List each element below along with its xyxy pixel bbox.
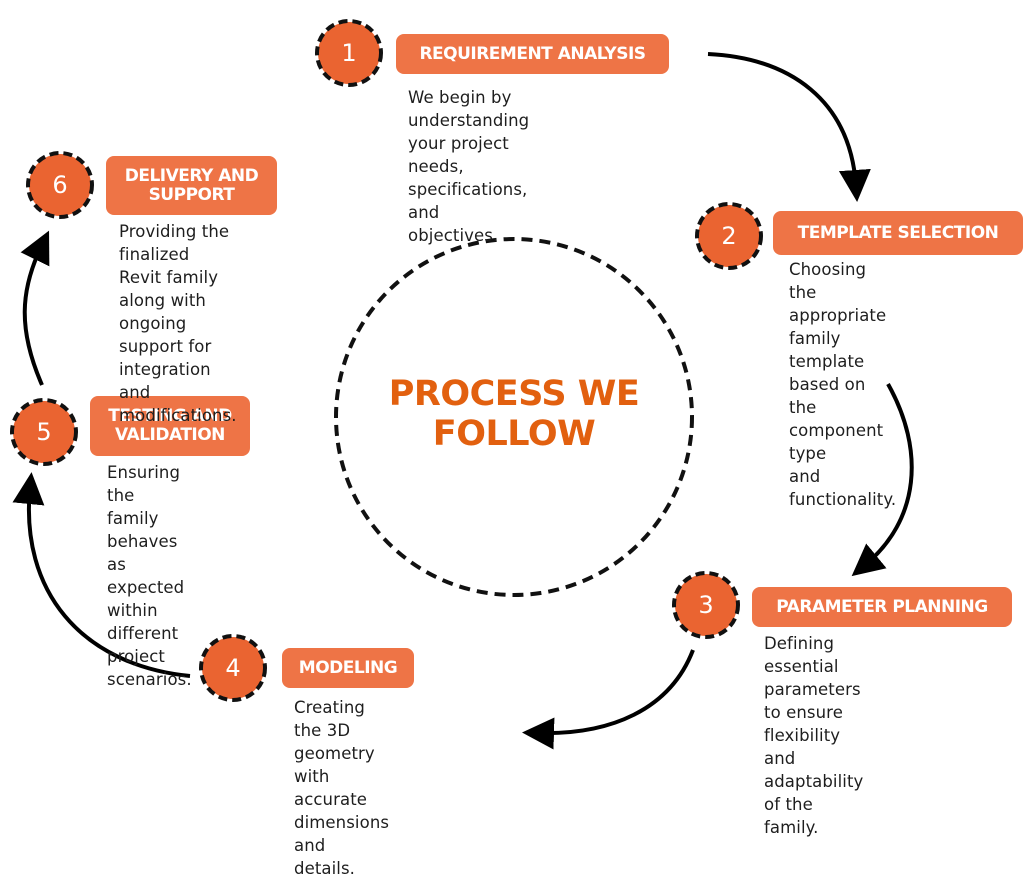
step-badge: 5 bbox=[10, 398, 78, 466]
step-description: Ensuring the family behaves as expected … bbox=[107, 463, 192, 689]
step-title: TEMPLATE SELECTION bbox=[773, 211, 1023, 255]
dashed-ring-icon bbox=[26, 151, 94, 219]
step-description: We begin by understanding your project n… bbox=[408, 88, 530, 245]
step-title: MODELING bbox=[282, 648, 414, 688]
step-badge: 4 bbox=[199, 634, 267, 702]
step-number: 3 bbox=[698, 591, 714, 619]
arrow-1-to-2 bbox=[707, 52, 871, 202]
step-title: PARAMETER PLANNING bbox=[752, 587, 1012, 627]
dashed-ring-icon bbox=[10, 398, 78, 466]
step-badge: 6 bbox=[26, 151, 94, 219]
arrow-3-to-4 bbox=[522, 649, 695, 750]
dashed-ring-icon bbox=[199, 634, 267, 702]
step-title: DELIVERY AND SUPPORT bbox=[106, 156, 277, 215]
arrow-4-to-5 bbox=[12, 472, 191, 678]
step-number: 1 bbox=[341, 39, 357, 67]
step-badge: 1 bbox=[315, 19, 383, 87]
arrow-5-to-6 bbox=[20, 230, 50, 386]
center-dashed-circle bbox=[334, 237, 694, 597]
step-number: 6 bbox=[52, 171, 68, 199]
center-title: PROCESS WE FOLLOW bbox=[388, 374, 640, 454]
dashed-ring-icon bbox=[695, 202, 763, 270]
dashed-ring-icon bbox=[315, 19, 383, 87]
step-description: Choosing the appropriate family template… bbox=[789, 260, 897, 509]
step-description: Creating the 3D geometry with accurate d… bbox=[294, 698, 390, 878]
dashed-ring-icon bbox=[672, 571, 740, 639]
step-badge: 3 bbox=[672, 571, 740, 639]
step-number: 5 bbox=[36, 418, 52, 446]
step-description: Providing the finalized Revit family alo… bbox=[119, 222, 237, 425]
arrow-2-to-3 bbox=[851, 383, 914, 577]
step-title: TESTING AND VALIDATION bbox=[90, 396, 250, 456]
step-number: 4 bbox=[225, 654, 241, 682]
step-title: REQUIREMENT ANALYSIS bbox=[396, 34, 669, 74]
step-number: 2 bbox=[721, 222, 737, 250]
step-badge: 2 bbox=[695, 202, 763, 270]
step-description: Defining essential parameters to ensure … bbox=[764, 634, 864, 837]
flow-arrows bbox=[12, 52, 914, 750]
